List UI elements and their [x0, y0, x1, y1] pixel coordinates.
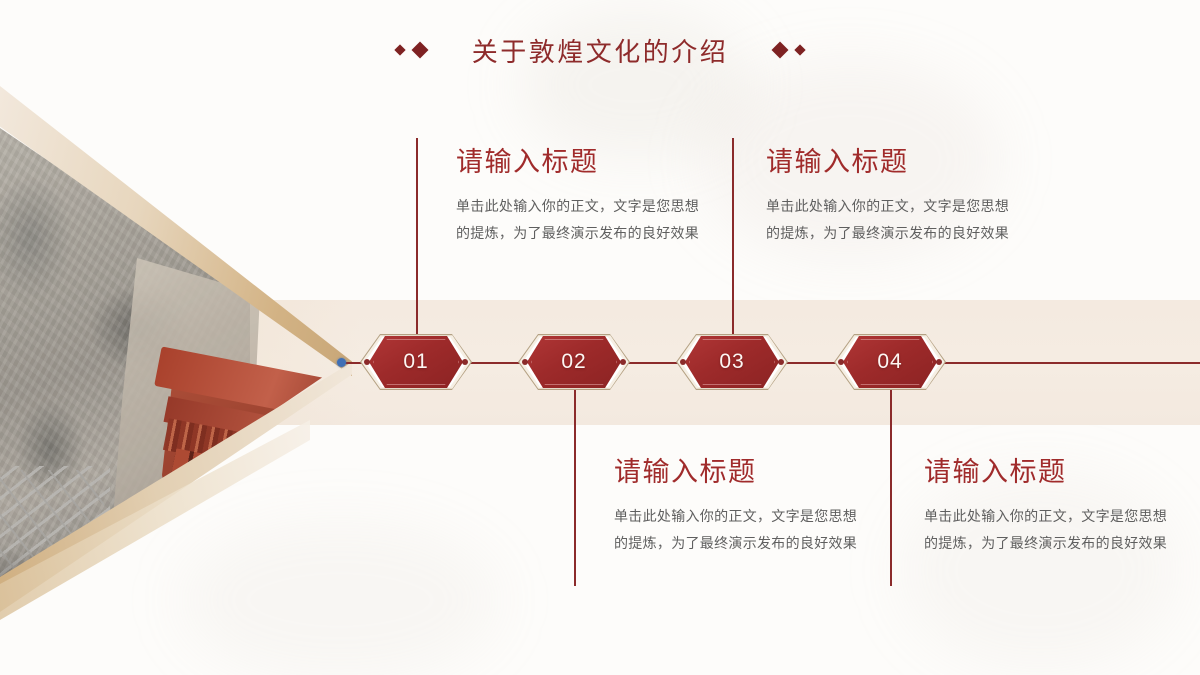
block-body-03: 单击此处输入你的正文，文字是您思想的提炼，为了最终演示发布的良好效果 — [766, 198, 1010, 241]
connector-stem-03 — [732, 138, 734, 362]
hexagon-vertex-dot-left — [680, 359, 686, 365]
block-heading-04: 请输入标题 — [924, 457, 1067, 487]
header-decor-right — [771, 41, 806, 59]
block-body-04: 单击此处输入你的正文，文字是您思想的提炼，为了最终演示发布的良好效果 — [924, 508, 1168, 551]
hexagon-vertex-dot-left — [364, 359, 370, 365]
diamond-icon — [394, 44, 406, 56]
marker-number: 02 — [561, 350, 587, 373]
timeline-marker-02[interactable]: 02 — [518, 334, 630, 390]
temple-pillars — [167, 496, 345, 596]
content-block-01: 请输入标题 单击此处输入你的正文，文字是您思想的提炼，为了最终演示发布的良好效果 — [456, 140, 706, 247]
block-heading-02: 请输入标题 — [614, 457, 757, 487]
timeline-origin-dot — [337, 358, 346, 367]
content-block-04: 请输入标题 单击此处输入你的正文，文字是您思想的提炼，为了最终演示发布的良好效果 — [924, 450, 1174, 557]
hexagon-vertex-dot-left — [838, 359, 844, 365]
hexagon-vertex-dot-left — [522, 359, 528, 365]
background-watermark — [180, 520, 500, 675]
photo-content — [0, 128, 345, 596]
marker-number: 04 — [877, 350, 903, 373]
hexagon-vertex-dot-right — [778, 359, 784, 365]
header-decor-left — [394, 41, 429, 59]
marker-number: 01 — [403, 350, 429, 373]
timeline-marker-01[interactable]: 01 — [360, 334, 472, 390]
block-heading-03: 请输入标题 — [766, 147, 909, 177]
hexagon-body — [369, 336, 463, 388]
diamond-icon — [794, 44, 806, 56]
timeline-marker-04[interactable]: 04 — [834, 334, 946, 390]
hexagon-body — [527, 336, 621, 388]
hexagon-vertex-dot-right — [462, 359, 468, 365]
content-block-02: 请输入标题 单击此处输入你的正文，文字是您思想的提炼，为了最终演示发布的良好效果 — [614, 450, 864, 557]
content-block-03: 请输入标题 单击此处输入你的正文，文字是您思想的提炼，为了最终演示发布的良好效果 — [766, 140, 1016, 247]
diamond-icon — [771, 41, 789, 59]
hexagon-vertex-dot-right — [936, 359, 942, 365]
hexagon-body — [685, 336, 779, 388]
block-heading-01: 请输入标题 — [456, 147, 599, 177]
timeline-marker-03[interactable]: 03 — [676, 334, 788, 390]
page-title: 关于敦煌文化的介绍 — [471, 37, 729, 67]
hexagon-body — [843, 336, 937, 388]
block-body-02: 单击此处输入你的正文，文字是您思想的提炼，为了最终演示发布的良好效果 — [614, 508, 858, 551]
block-body-01: 单击此处输入你的正文，文字是您思想的提炼，为了最终演示发布的良好效果 — [456, 198, 700, 241]
connector-stem-01 — [416, 138, 418, 362]
dunhuang-photo — [0, 128, 345, 596]
slide-header: 关于敦煌文化的介绍 — [0, 28, 1200, 72]
hexagon-vertex-dot-right — [620, 359, 626, 365]
connector-stem-02 — [574, 362, 576, 586]
connector-stem-04 — [890, 362, 892, 586]
marker-number: 03 — [719, 350, 745, 373]
